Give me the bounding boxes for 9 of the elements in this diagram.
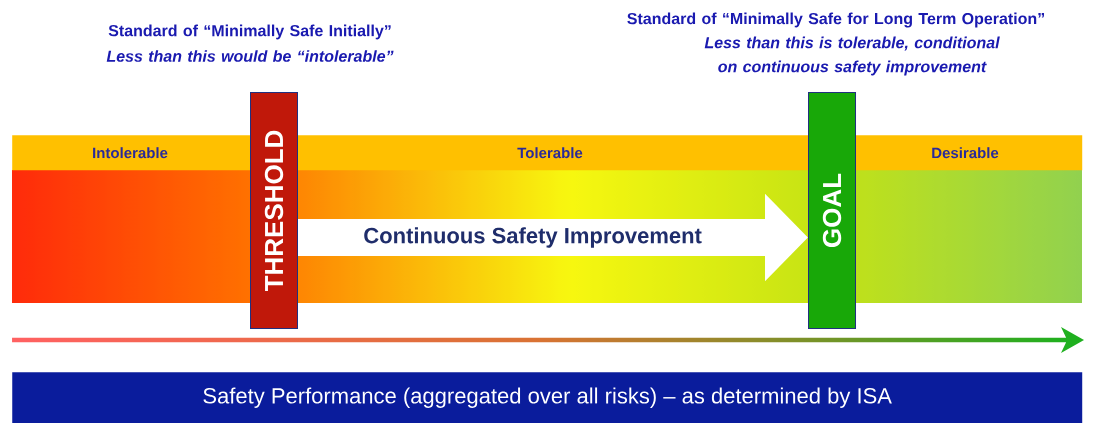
- annotation-text: Standard of “Minimally Safe Initially”: [108, 24, 391, 40]
- annotation-text: Standard of “Minimally Safe for Long Term Operation”: [627, 12, 1044, 28]
- annotation-text: Less than this is tolerable, conditional on continuous safety improvement: [704, 36, 1000, 76]
- zone-label: Desirable: [932, 147, 999, 159]
- arrow-label: Continuous Safety Improvement: [362, 226, 703, 249]
- axis-title-bar: Safety Performance (aggregated over all risks) – as determined by ISA: [12, 372, 1083, 423]
- annotation-text: Less than this would be “intolerable”: [106, 50, 394, 62]
- zone-label: Tolerable: [517, 147, 583, 159]
- zone-label: Intolerable: [93, 147, 168, 159]
